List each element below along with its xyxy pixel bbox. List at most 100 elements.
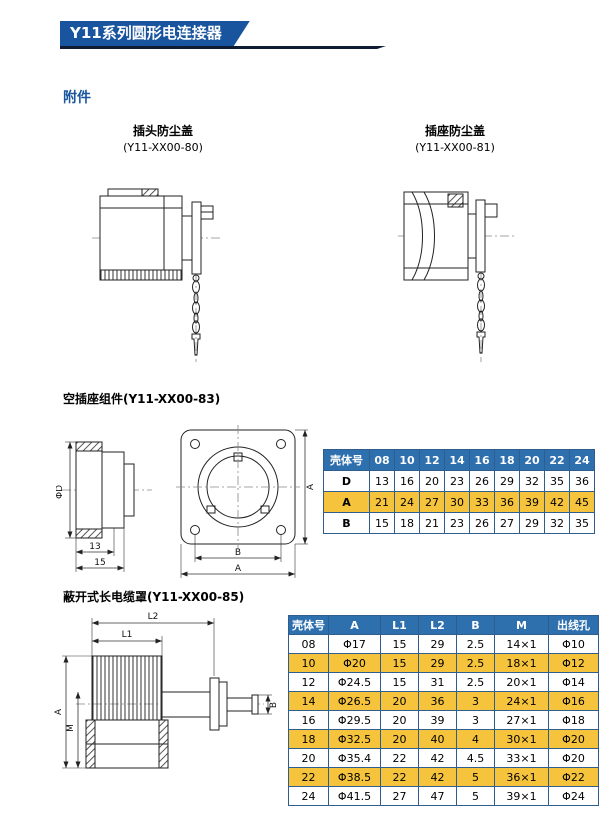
table-cell: 39×1: [494, 786, 549, 806]
table-cell: 26: [469, 470, 495, 492]
table-cell: 13: [369, 470, 395, 492]
table-cell: 14×1: [494, 634, 549, 654]
table-cell: 36: [494, 491, 520, 513]
table-cell: 29: [418, 653, 457, 673]
table-cell: Φ20: [548, 729, 599, 749]
table-cell: 20: [380, 729, 419, 749]
table-cell: 15: [380, 634, 419, 654]
figure-model: (Y11-XX00-81): [415, 141, 495, 154]
table-cell: 16: [288, 710, 329, 730]
column-header: 24: [569, 449, 595, 471]
table-cell: 30: [444, 491, 470, 513]
dim-label-b: B: [235, 548, 241, 558]
page-title: Y11系列圆形电连接器: [70, 24, 222, 42]
empty-socket-drawing: ΦD 13 15 B A A: [56, 425, 316, 578]
table-cell: 40: [418, 729, 457, 749]
table-cell: 20: [419, 470, 445, 492]
column-header: M: [494, 615, 549, 635]
table-cell: 27: [419, 491, 445, 513]
table-cell: Φ10: [548, 634, 599, 654]
table-cell: 42: [418, 748, 457, 768]
table-cell: 4: [456, 729, 495, 749]
table-cell: 33: [469, 491, 495, 513]
table-cell: 22: [288, 767, 329, 787]
table-cell: Φ41.5: [328, 786, 381, 806]
table-cell: Φ17: [328, 634, 381, 654]
chain-and-pin: [191, 274, 201, 362]
table-cell: Φ24: [548, 786, 599, 806]
table-cell: 20: [380, 691, 419, 711]
page-title-banner: Y11系列圆形电连接器: [60, 21, 250, 46]
table-cell: Φ18: [548, 710, 599, 730]
chain-and-pin: [476, 272, 486, 362]
dim-label-a: A: [54, 708, 64, 715]
table-cell: Φ35.4: [328, 748, 381, 768]
dim-label-a-side: A: [306, 483, 316, 490]
column-header: 18: [494, 449, 520, 471]
figure-model: (Y11-XX00-80): [123, 141, 203, 154]
dim-label-m: M: [66, 724, 76, 732]
table-cell: 24: [288, 786, 329, 806]
cable-cover-drawing: L2 L1 B A M: [54, 612, 279, 769]
table-cell: 4.5: [456, 748, 495, 768]
table-cell: 31: [418, 672, 457, 692]
table-cell: 18×1: [494, 653, 549, 673]
table-cell: 42: [418, 767, 457, 787]
table-cell: 27: [380, 786, 419, 806]
column-header: 14: [444, 449, 470, 471]
table-cell: 24×1: [494, 691, 549, 711]
table-cell: 29: [418, 634, 457, 654]
plug-dust-cap-drawing: [92, 188, 222, 362]
table-cell: 26: [469, 512, 495, 534]
table-cell: 32: [544, 512, 570, 534]
column-header: 出线孔: [548, 615, 599, 635]
table-cell: 18: [394, 512, 420, 534]
table-cell: 3: [456, 691, 495, 711]
table-cell: Φ20: [548, 748, 599, 768]
figure-title: 插头防尘盖: [132, 124, 193, 138]
dim-label-15: 15: [94, 558, 105, 568]
table-cell: Φ32.5: [328, 729, 381, 749]
table-cell: 22: [380, 767, 419, 787]
table-cell: Φ29.5: [328, 710, 381, 730]
table-cell: 20: [380, 710, 419, 730]
table-cell: 5: [456, 767, 495, 787]
table-cell: 2.5: [456, 634, 495, 654]
table-cell: 23: [444, 512, 470, 534]
table-cell: 35: [544, 470, 570, 492]
table-cell: Φ16: [548, 691, 599, 711]
table-cell: 29: [519, 512, 545, 534]
table-cell: 3: [456, 710, 495, 730]
table-cell: 5: [456, 786, 495, 806]
table-cell: 39: [519, 491, 545, 513]
column-header: 壳体号: [288, 615, 329, 635]
table-cell: 33×1: [494, 748, 549, 768]
table-cell: 27×1: [494, 710, 549, 730]
table-cell: B: [323, 512, 370, 534]
table-cell: A: [323, 491, 370, 513]
dim-label-l1: L1: [122, 630, 133, 640]
table-cell: 22: [380, 748, 419, 768]
table-cell: 39: [418, 710, 457, 730]
table-cell: Φ26.5: [328, 691, 381, 711]
dim-label-b: B: [269, 702, 279, 708]
column-header: 12: [419, 449, 445, 471]
table-cell: Φ22: [548, 767, 599, 787]
table-cell: 20×1: [494, 672, 549, 692]
column-header: 08: [369, 449, 395, 471]
table-cell: 36: [569, 470, 595, 492]
table-cell: Φ12: [548, 653, 599, 673]
table-cell: 12: [288, 672, 329, 692]
table-cell: 42: [544, 491, 570, 513]
